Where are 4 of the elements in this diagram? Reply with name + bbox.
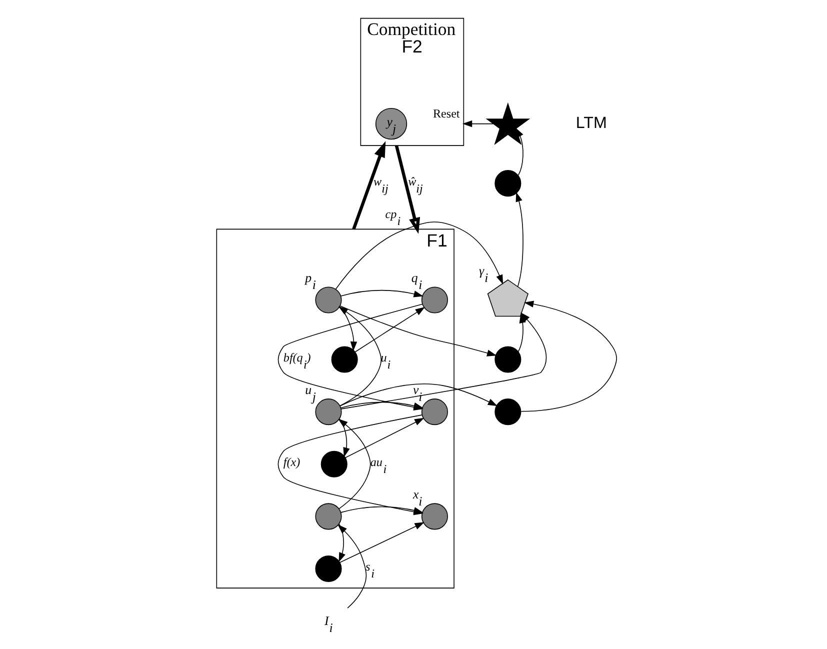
- label: LTM: [576, 114, 607, 132]
- edge-label: Reset: [433, 106, 460, 120]
- node-label: F1: [426, 230, 448, 251]
- edge-label: f(x): [283, 455, 300, 470]
